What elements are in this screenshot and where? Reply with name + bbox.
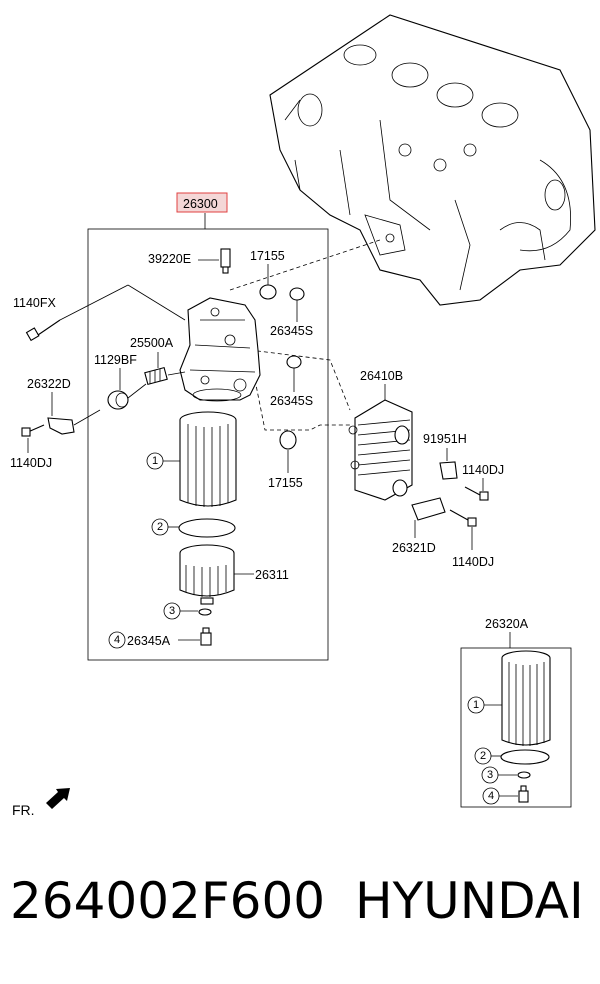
bolt-right-lower[interactable] (449, 509, 477, 527)
part-number: 264002F600 (10, 872, 326, 930)
label-gasket-lower: 17155 (268, 476, 303, 490)
kit-frame (460, 647, 572, 808)
bolt-left-lower[interactable] (21, 424, 45, 437)
gasket-top[interactable] (259, 284, 277, 300)
label-bracket-left: 26322D (27, 377, 71, 391)
gasket-lower[interactable] (279, 430, 297, 450)
filter-o-ring[interactable] (178, 518, 236, 538)
drain-plug[interactable] (200, 627, 212, 646)
label-o-ring-mid: 26345S (270, 394, 313, 408)
bolt-right-upper[interactable] (464, 486, 489, 501)
drain-o-ring[interactable] (198, 608, 212, 616)
filter-element[interactable] (179, 411, 237, 507)
label-bolt-right-lower: 1140DJ (452, 555, 494, 569)
label-sensor-right: 91951H (423, 432, 467, 446)
label-filter-cap: 26311 (255, 568, 289, 582)
o-ring-mid[interactable] (286, 355, 302, 369)
bracket-left[interactable] (47, 417, 75, 435)
label-drain-plug: 26345A (127, 634, 171, 648)
label-sensor: 39220E (148, 252, 191, 266)
link-line (229, 239, 381, 291)
assembly-frame (87, 228, 329, 661)
kit-title: 26320A (485, 617, 529, 631)
footer: 264002F600 HYUNDAI (0, 872, 600, 952)
assembly-number: 26300 (183, 197, 218, 211)
engine-block-illustration (269, 14, 596, 306)
label-valve: 25500A (130, 336, 174, 350)
label-bolt-right-upper: 1140DJ (462, 463, 504, 477)
svg-text:1: 1 (473, 699, 479, 711)
callout-4 (108, 631, 126, 649)
svg-text:3: 3 (487, 769, 493, 781)
link-line (249, 349, 351, 411)
label-cap-plug: 1129BF (94, 353, 137, 367)
svg-text:4: 4 (488, 790, 494, 802)
svg-text:4: 4 (114, 634, 120, 646)
kit-drain-plug[interactable] (518, 785, 529, 803)
svg-text:2: 2 (480, 750, 486, 762)
assembly-number-highlight[interactable] (176, 192, 228, 213)
oil-cooler[interactable] (348, 399, 413, 501)
oil-pressure-sensor[interactable] (220, 248, 231, 274)
label-cooler: 26410B (360, 369, 403, 383)
svg-text:2: 2 (157, 521, 163, 533)
direction-label: FR. (12, 802, 35, 818)
kit-filter-element[interactable] (501, 650, 551, 746)
bracket-right[interactable] (411, 497, 446, 521)
label-bracket-right: 26321D (392, 541, 436, 555)
kit-small-o-ring[interactable] (517, 771, 531, 779)
label-bolt-left: 1140FX (13, 296, 57, 310)
front-arrow-icon (46, 788, 70, 809)
o-ring-upper[interactable] (289, 287, 305, 301)
parts-diagram: 26300 39220E 17155 26345S 1140FX 25500A (10, 14, 596, 818)
brand-name: HYUNDAI (355, 872, 584, 930)
kit-o-ring[interactable] (500, 749, 550, 765)
svg-text:1: 1 (152, 455, 158, 467)
label-o-ring-upper: 26345S (270, 324, 313, 338)
filter-cap[interactable] (179, 544, 235, 605)
cap-plug[interactable] (107, 390, 129, 410)
label-bolt-left-lower: 1140DJ (10, 456, 52, 470)
bypass-valve[interactable] (144, 366, 168, 386)
oil-filter-housing[interactable] (179, 297, 261, 402)
label-gasket-top: 17155 (250, 249, 285, 263)
svg-text:3: 3 (169, 605, 175, 617)
temp-sensor-bracket[interactable] (439, 461, 458, 480)
bolt-left[interactable] (25, 319, 61, 342)
